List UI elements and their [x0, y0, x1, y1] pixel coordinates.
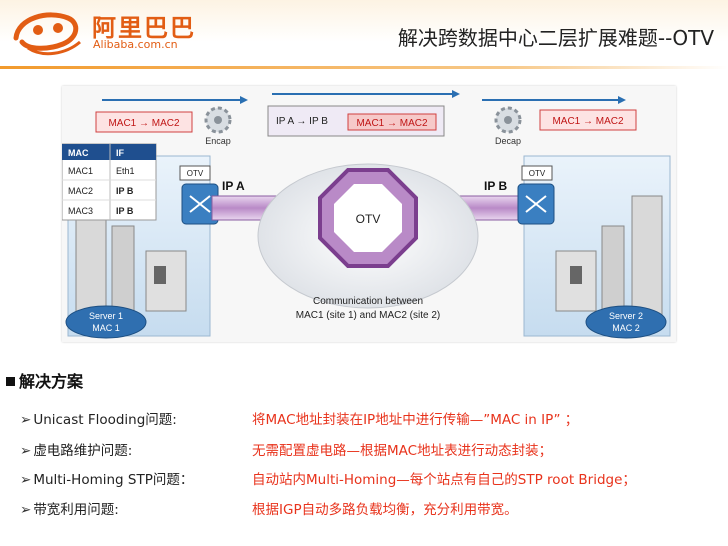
site1-rack-icon — [75, 195, 187, 317]
mac-table-row1-mac: MAC1 — [68, 166, 93, 176]
solution-row-label: ➢带宽利用问题: — [20, 502, 119, 518]
mac-table-row3-mac: MAC3 — [68, 206, 93, 216]
site2-rack-icon — [555, 195, 663, 317]
otv-diagram: MAC1 → MAC2 IP A → IP B MAC1 → MAC2 MAC1… — [61, 86, 676, 342]
server2-name: Server 2 — [609, 311, 643, 321]
section-title-text: 解决方案 — [19, 372, 84, 391]
mid-packet-mac: MAC1 → MAC2 — [356, 118, 428, 129]
square-bullet-icon — [6, 377, 15, 386]
decap-gear-icon — [494, 106, 522, 134]
comm-line1: Communication between — [313, 296, 423, 307]
solution-row-value: 自动站内Multi-Homing—每个站点有自己的STP root Bridge… — [252, 472, 636, 488]
server1-name: Server 1 — [89, 311, 123, 321]
decap-label: Decap — [495, 136, 521, 146]
arrow-bullet-icon: ➢ — [20, 443, 32, 459]
alibaba-logo — [8, 8, 208, 58]
mac-table-header-mac: MAC — [68, 148, 89, 158]
left-packet-text: MAC1 → MAC2 — [108, 118, 180, 129]
solution-row-label: ➢Unicast Flooding问题: — [20, 412, 177, 428]
server2-badge — [585, 305, 667, 339]
right-otv-switch-icon — [517, 183, 555, 225]
ip-a-label: IP A — [222, 179, 245, 193]
server1-mac: MAC 1 — [92, 323, 120, 333]
slide-header — [0, 0, 728, 70]
mac-table-header-if: IF — [116, 148, 125, 158]
server1-badge — [65, 305, 147, 339]
right-packet-text: MAC1 → MAC2 — [552, 116, 624, 127]
flow-arrow-right — [482, 96, 626, 104]
server2-mac: MAC 2 — [612, 323, 640, 333]
mac-table-row1-if: Eth1 — [116, 166, 135, 176]
alibaba-smile-icon — [13, 12, 81, 56]
otv-right-label: OTV — [529, 169, 546, 178]
arrow-bullet-icon: ➢ — [20, 472, 32, 488]
slide-title: 解决跨数据中心二层扩展难题--OTV — [397, 26, 714, 50]
mac-table-row3-if: IP B — [116, 206, 134, 216]
arrow-bullet-icon: ➢ — [20, 502, 32, 518]
otv-center-label: OTV — [356, 212, 381, 226]
solution-row-value: 无需配置虚电路—根据MAC地址表进行动态封装； — [252, 443, 553, 459]
otv-diagram-svg: MAC1 → MAC2 IP A → IP B MAC1 → MAC2 MAC1… — [61, 90, 671, 339]
encap-label: Encap — [205, 136, 231, 146]
section-title: 解决方案 — [6, 368, 83, 392]
arrow-bullet-icon: ➢ — [20, 412, 32, 428]
encap-gear-icon — [204, 106, 232, 134]
header-divider — [0, 66, 728, 69]
solution-row-value: 将MAC地址封装在IP地址中进行传输—”MAC in IP” ； — [252, 412, 579, 428]
flow-arrow-mid — [272, 90, 460, 98]
mac-table: MAC IF MAC1 Eth1 MAC2 IP B MAC3 IP B — [61, 143, 157, 221]
mid-packet-ip: IP A → IP B — [276, 116, 328, 127]
solution-row-value: 根据IGP自动多路负载均衡，充分利用带宽。 — [252, 502, 518, 518]
logo-chinese-text: 阿里巴巴 — [92, 14, 196, 42]
comm-line2: MAC1 (site 1) and MAC2 (site 2) — [296, 310, 441, 321]
left-packet-label — [95, 111, 193, 133]
logo-english-text: Alibaba.com.cn — [93, 38, 178, 51]
mac-table-row2-mac: MAC2 — [68, 186, 93, 196]
solution-row-label: ➢Multi-Homing STP问题： — [20, 472, 194, 488]
ip-b-label: IP B — [484, 179, 507, 193]
mac-table-row2-if: IP B — [116, 186, 134, 196]
solution-row-label: ➢虚电路维护问题: — [20, 443, 133, 459]
otv-left-label: OTV — [187, 169, 204, 178]
flow-arrow-left — [102, 96, 248, 104]
